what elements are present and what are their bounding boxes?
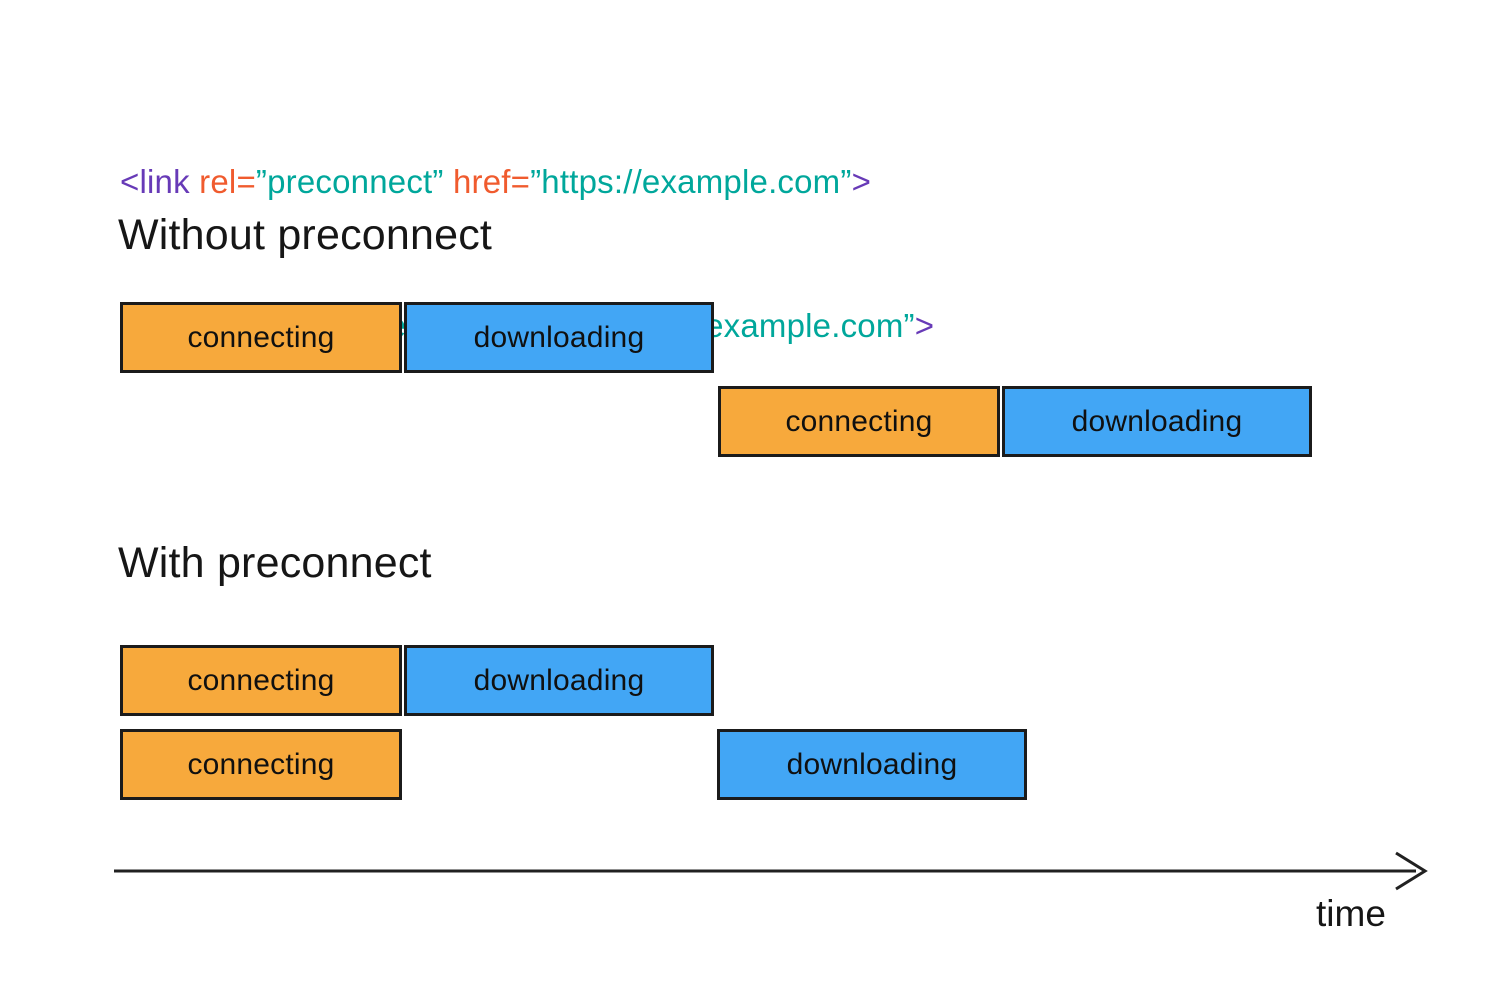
- code-line-1: <link rel=”preconnect” href=”https://exa…: [120, 158, 934, 206]
- code-rel-value-token: ”preconnect”: [255, 163, 444, 200]
- time-axis-label: time: [1316, 893, 1386, 934]
- bar-with-request2-connecting: connecting: [120, 729, 402, 800]
- section-title-without-preconnect: Without preconnect: [118, 211, 493, 259]
- bar-with-request1-connecting: connecting: [120, 645, 402, 716]
- bar-with-request1-downloading: downloading: [404, 645, 714, 716]
- section-title-with-preconnect: With preconnect: [118, 539, 432, 587]
- arrowhead-icon: [1395, 851, 1428, 891]
- bar-with-request2-downloading: downloading: [717, 729, 1027, 800]
- bar-without-request2-connecting: connecting: [718, 386, 1000, 457]
- bar-without-request2-downloading: downloading: [1002, 386, 1312, 457]
- bar-without-request1-downloading: downloading: [404, 302, 714, 373]
- code-href-value-token: ”https://example.com”: [530, 163, 852, 200]
- code-href-attr-token: href=: [443, 163, 531, 200]
- bar-without-request1-connecting: connecting: [120, 302, 402, 373]
- code-tag-close-token: >: [851, 163, 872, 200]
- code-rel-attr-token: rel=: [189, 163, 256, 200]
- code-tag-close-token: >: [914, 307, 935, 344]
- code-tag-open-token: <link: [120, 163, 190, 200]
